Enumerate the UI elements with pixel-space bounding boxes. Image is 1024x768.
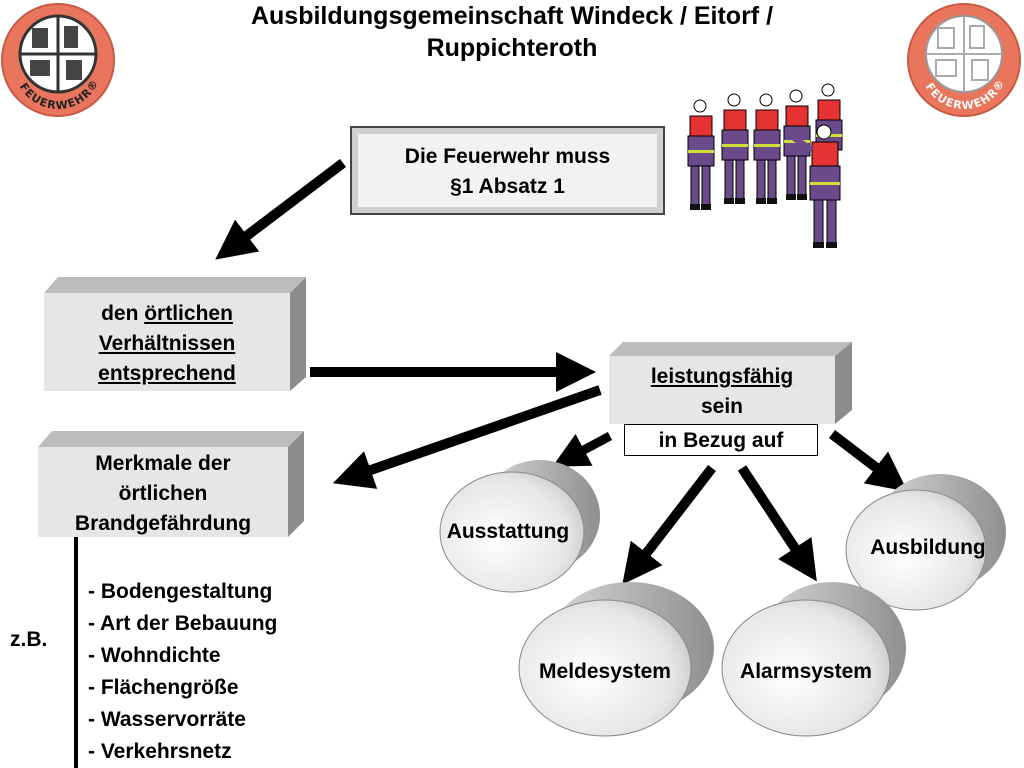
left-box-line-2: Verhältnissen: [98, 332, 236, 355]
merkmale-line-3: Brandgefährdung: [74, 512, 252, 535]
top-box-line-1: Die Feuerwehr muss: [404, 145, 611, 168]
firefighters-illustration: [680, 80, 880, 250]
disc-ausbildung: [845, 474, 1006, 611]
circle-label-meldesystem: Meldesystem: [539, 660, 671, 683]
left-box-line-3: entsprechend: [98, 362, 236, 385]
zb-label: z.B.: [10, 628, 48, 651]
title-line-1: Ausbildungsgemeinschaft Windeck / Eitorf…: [250, 2, 774, 30]
page-title: Ausbildungsgemeinschaft Windeck / Eitorf…: [150, 0, 874, 64]
middle-box: leistungsfähig sein: [609, 342, 852, 424]
arrow-to-ausbildung: [828, 430, 908, 492]
arrow-to-left-box: [215, 159, 347, 260]
middle-box-line-1: leistungsfähig: [650, 365, 794, 388]
left-box-word-1: den: [101, 302, 145, 325]
middle-box-line-2: sein: [700, 395, 744, 418]
arrow-to-alarmsystem: [737, 465, 817, 582]
merkmale-line-1: Merkmale der: [95, 452, 231, 475]
merkmale-line-2: örtlichen: [118, 482, 208, 505]
feuerwehr-logo-left: FEUERWEHR®: [0, 2, 116, 123]
feuerwehr-logo-right: FEUERWEHR®: [906, 2, 1022, 123]
list-item: - Verkehrsnetz: [88, 740, 232, 763]
arrow-to-ausstattung: [552, 432, 613, 467]
feuerwehr-emblem-icon: FEUERWEHR®: [907, 3, 1021, 117]
feuerwehr-emblem-icon: FEUERWEHR®: [1, 3, 115, 117]
left-box: den örtlichen Verhältnissen entsprechend: [44, 277, 306, 393]
list-item: - Bodengestaltung: [88, 580, 273, 603]
top-box-line-2: §1 Absatz 1: [450, 175, 565, 198]
arrow-to-meldesystem: [622, 464, 716, 585]
list-item: - Art der Bebauung: [88, 612, 278, 635]
list-item: - Wasservorräte: [88, 708, 246, 731]
disc-ausstattung: [439, 460, 600, 593]
left-box-word-2: örtlichen: [144, 302, 233, 325]
in-bezug-label: in Bezug auf: [624, 424, 818, 456]
list-item: - Flächengröße: [88, 676, 239, 699]
merkmale-box: Merkmale der örtlichen Brandgefährdung: [38, 431, 304, 537]
circle-label-ausbildung: Ausbildung: [870, 536, 986, 559]
top-box: Die Feuerwehr muss §1 Absatz 1: [350, 126, 665, 215]
arrow-to-merkmale: [332, 385, 602, 489]
disc-alarmsystem: [721, 582, 906, 737]
circle-label-alarmsystem: Alarmsystem: [740, 660, 872, 683]
circle-label-ausstattung: Ausstattung: [446, 520, 570, 543]
firefighters-icon: [687, 83, 843, 248]
disc-meldesystem: [518, 582, 714, 737]
title-line-2: Ruppichteroth: [426, 34, 598, 62]
list-item: - Wohndichte: [88, 644, 221, 667]
examples-list: - Bodengestaltung - Art der Bebauung - W…: [88, 576, 277, 768]
